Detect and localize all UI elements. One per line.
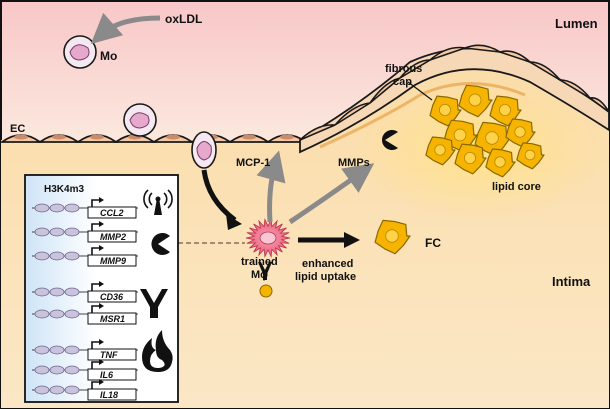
gene-row: MSR1 (32, 303, 138, 325)
gene-row: IL6 (32, 359, 138, 381)
pacman-icon (382, 130, 398, 150)
receptor-icon (140, 289, 168, 318)
foam-cell-core (458, 84, 493, 118)
gene-row: TNF (32, 339, 138, 361)
lipid-core-label: lipid core (492, 181, 541, 193)
fibrous-cap (299, 47, 610, 154)
gene-label: TNF (100, 350, 118, 360)
monocyte-cell (63, 35, 97, 69)
mmps-label: MMPs (338, 157, 370, 169)
gene-row: MMP9 (32, 245, 138, 267)
fibrous-label: fibrous (385, 63, 422, 75)
cap-label: cap (393, 76, 412, 88)
gene-label: MSR1 (100, 314, 125, 324)
mo-label: Mo (100, 49, 117, 63)
foam-cell-core (425, 136, 456, 166)
flame-icon (142, 330, 173, 372)
gene-row: MMP2 (32, 221, 138, 243)
oxldl-label: oxLDL (165, 12, 202, 26)
gene-row: CCL2 (32, 197, 138, 219)
lipid-core-cells (425, 84, 545, 178)
mcp1-arrow (256, 150, 286, 223)
foam-cell (374, 219, 411, 255)
cap-leader-line (407, 81, 433, 101)
h3k4m3-label: H3K4m3 (44, 184, 84, 195)
pacman-icon-panel (151, 233, 170, 255)
differentiation-arrow (201, 169, 237, 223)
cap-endothelial-cell (588, 96, 610, 113)
monocyte-transmigrating (191, 131, 217, 169)
oxldl-arrow (90, 12, 161, 44)
fc-label: FC (425, 236, 441, 250)
foam-cell-core (485, 148, 516, 178)
gene-label: CCL2 (100, 208, 124, 218)
monocyte-rolling (123, 103, 157, 137)
gene-row: IL18 (32, 379, 138, 401)
gene-label: CD36 (100, 292, 124, 302)
foam-cell-fc (374, 219, 411, 255)
gene-row: CD36 (32, 281, 138, 303)
trained-macrophage (245, 218, 291, 258)
gene-label: IL6 (100, 370, 114, 380)
foam-cell-core (505, 118, 536, 148)
gene-label: MMP2 (100, 232, 126, 242)
ec-label: EC (10, 123, 25, 135)
lipid-uptake-label: lipid uptake (295, 271, 356, 283)
cap-endothelium (299, 44, 610, 141)
mcp1-label: MCP-1 (236, 157, 270, 169)
enhanced-label: enhanced (302, 258, 353, 270)
foam-cell-core (454, 143, 487, 175)
mmps-arrow (288, 163, 375, 225)
receptor-lipid (258, 262, 273, 298)
antenna-icon (143, 189, 173, 215)
intima-label: Intima (552, 274, 591, 289)
foam-cell-core (516, 142, 545, 170)
gene-label: IL18 (100, 390, 118, 400)
lumen-label: Lumen (555, 16, 598, 31)
gene-label: MMP9 (100, 256, 126, 266)
